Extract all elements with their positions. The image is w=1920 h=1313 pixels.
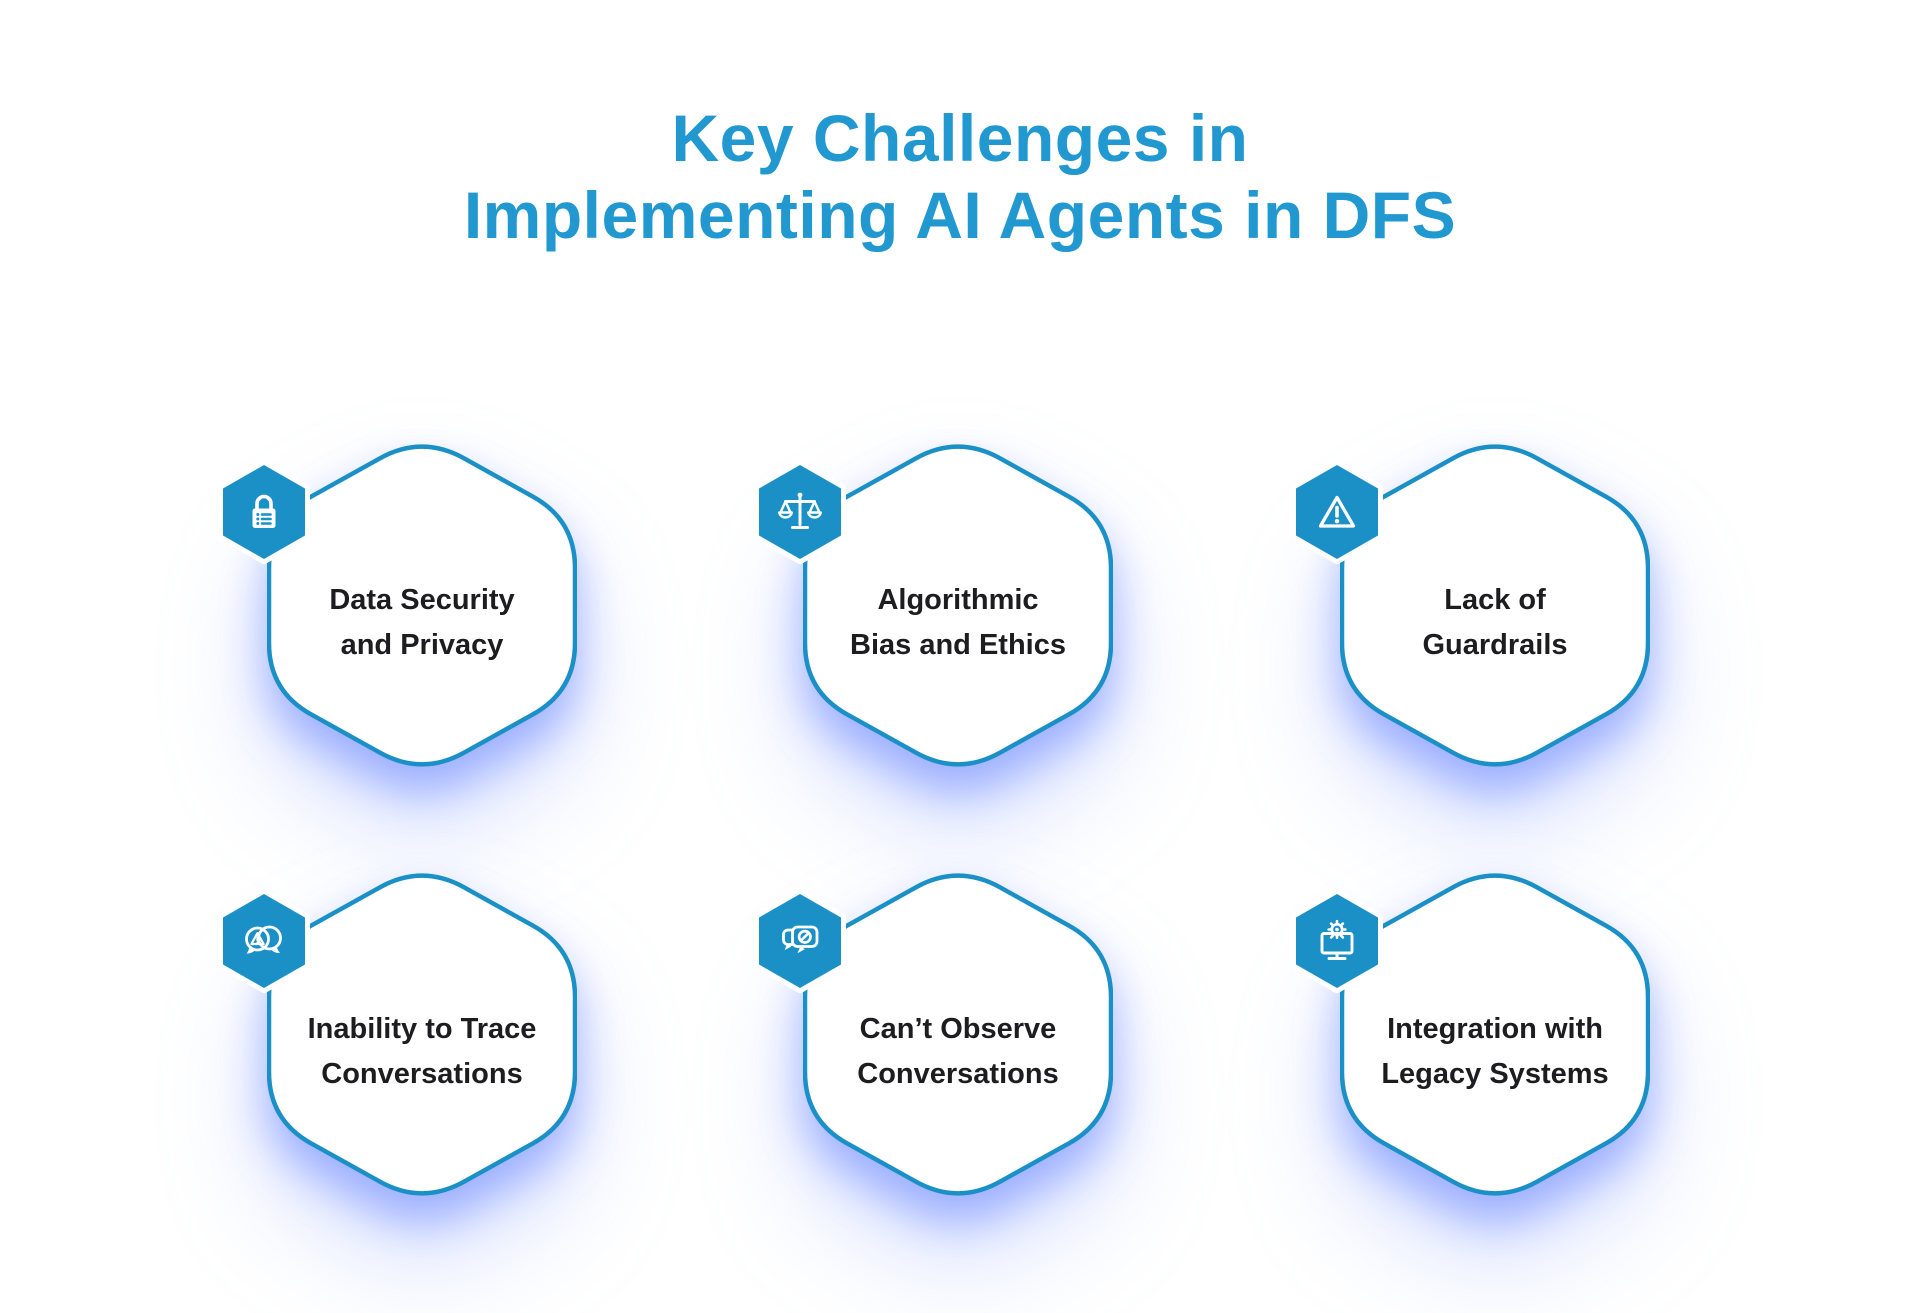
card-cant-observe-conversations: Can’t Observe Conversations: [754, 862, 1113, 1207]
chat-blocked-icon: [754, 889, 846, 993]
card-inability-to-trace-conversations: Inability to Trace Conversations: [218, 862, 577, 1207]
page-title: Key Challenges in Implementing AI Agents…: [463, 101, 1457, 252]
card-algorithmic-bias-and-ethics: Algorithmic Bias and Ethics: [754, 433, 1113, 778]
card-label: Inability to Trace Conversations: [307, 1012, 537, 1090]
card-lack-of-guardrails: Lack of Guardrails: [1291, 433, 1650, 778]
card-label: Integration with Legacy Systems: [1381, 1012, 1609, 1090]
hexagon-outline: [803, 444, 1113, 767]
chat-warning-icon: [218, 889, 310, 993]
hexagon-outline: [1340, 444, 1650, 767]
monitor-gear-icon: [1291, 889, 1383, 993]
warning-icon: [1291, 460, 1383, 564]
card-label: Can’t Observe Conversations: [857, 1012, 1059, 1090]
scales-icon: [754, 460, 846, 564]
hexagon-outline: [267, 873, 577, 1196]
card-integration-with-legacy-systems: Integration with Legacy Systems: [1291, 862, 1650, 1207]
lock-icon: [218, 460, 310, 564]
hexagon-outline: [803, 873, 1113, 1196]
card-label: Data Security and Privacy: [329, 583, 515, 661]
card-label: Algorithmic Bias and Ethics: [850, 583, 1066, 661]
card-label: Lack of Guardrails: [1422, 583, 1568, 661]
hexagon-outline: [1340, 873, 1650, 1196]
card-data-security-and-privacy: Data Security and Privacy: [218, 433, 577, 778]
hexagon-outline: [267, 444, 577, 767]
